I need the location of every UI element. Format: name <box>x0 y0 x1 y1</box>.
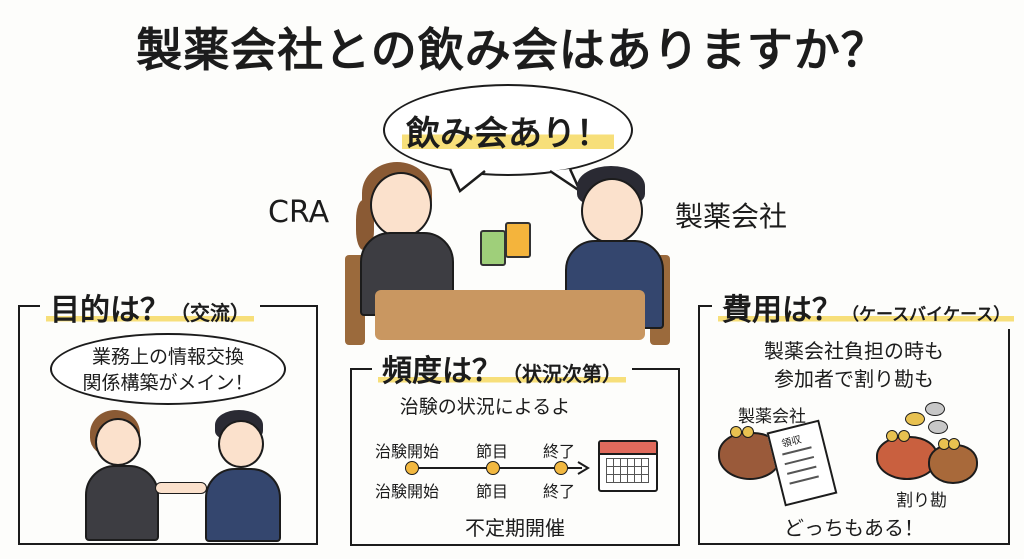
page-title: 製薬会社との飲み会はありますか？ <box>0 14 1024 80</box>
timeline-bottom-start: 治験開始 <box>375 482 440 501</box>
pharma-label: 製薬会社 <box>675 200 788 233</box>
timeline-dot-end <box>554 461 568 475</box>
timeline-bottom-end: 終了 <box>543 482 576 501</box>
cost-heading-note: （ケースバイケース） <box>842 305 1011 325</box>
frequency-heading: 頻度は？（状況次第） <box>372 346 632 390</box>
main-speech-text: 飲み会あり！ <box>402 105 614 155</box>
timeline-dot-start <box>405 461 419 475</box>
timeline-dot-mid <box>486 461 500 475</box>
receipt-label: 領収 <box>780 434 803 451</box>
title-text: 製薬会社との飲み会はありますか？ <box>136 23 888 77</box>
frequency-footer: 不定期開催 <box>465 516 565 540</box>
speech-tail-icon <box>448 168 583 195</box>
purpose-heading-note: （交流） <box>170 301 250 325</box>
calendar-icon <box>598 440 658 492</box>
coin-silver-icon <box>925 402 945 416</box>
cost-heading-text: 費用は？ <box>722 293 842 328</box>
cra-label: CRA <box>268 195 330 230</box>
cost-left-caption: 製薬会社 <box>738 407 806 427</box>
main-speech-bubble: 飲み会あり！ <box>383 84 633 176</box>
beer-mug-icon <box>505 222 531 258</box>
frequency-heading-note: （状況次第） <box>502 362 622 386</box>
purpose-line-1: 業務上の情報交換 <box>91 346 244 368</box>
cost-line-2: 参加者で割り勘も <box>774 367 934 391</box>
cost-line-1: 製薬会社負担の時も <box>764 339 944 363</box>
toast-illustration <box>345 160 675 345</box>
coin-silver-icon-2 <box>928 420 948 434</box>
timeline-top-mid: 節目 <box>476 442 509 461</box>
coin-gold-icon <box>905 412 925 426</box>
timeline-bottom-mid: 節目 <box>476 482 509 501</box>
purpose-line-2: 関係構築がメイン！ <box>82 372 254 394</box>
purpose-speech-bubble: 業務上の情報交換 関係構築がメイン！ <box>50 333 286 405</box>
cost-description: 製薬会社負担の時も 参加者で割り勘も <box>698 337 1010 393</box>
cost-heading: 費用は？（ケースバイケース） <box>712 285 1021 329</box>
split-purse-brown-icon <box>928 438 978 484</box>
timeline-arrow-icon <box>577 461 590 475</box>
handshake-illustration <box>80 410 281 542</box>
split-purse-red-icon <box>876 430 938 480</box>
frequency-subtitle: 治験の状況によるよ <box>399 396 571 418</box>
timeline-top-end: 終了 <box>543 442 576 461</box>
timeline-top-start: 治験開始 <box>375 442 440 461</box>
purpose-heading: 目的は？（交流） <box>40 285 260 329</box>
purpose-heading-text: 目的は？ <box>50 293 170 328</box>
frequency-heading-text: 頻度は？ <box>382 354 502 389</box>
green-drink-mug-icon <box>480 230 506 266</box>
cost-footer: どっちもある！ <box>784 516 924 540</box>
cost-right-caption: 割り勘 <box>896 491 947 511</box>
table <box>375 290 645 340</box>
